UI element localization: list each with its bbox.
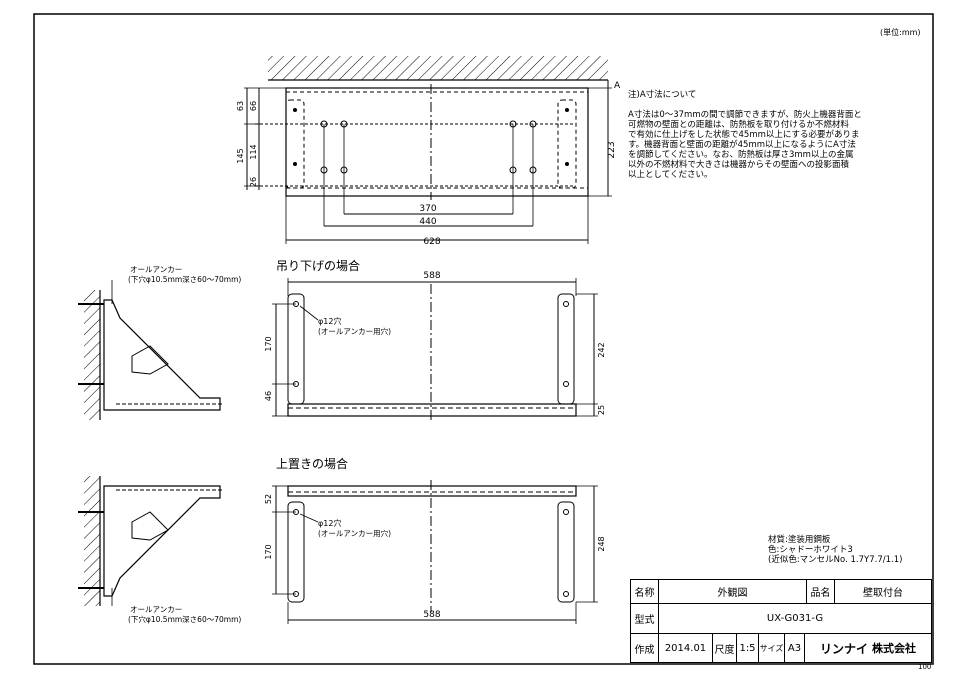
- product-label: 品名: [807, 580, 835, 603]
- place-dim-52: 52: [264, 494, 273, 504]
- placing-view: 上置きの場合 588 52 170 248 φ12穴 (オールアンカー用穴): [78, 456, 606, 624]
- place-anchor-sub: (下穴φ10.5mm深さ60～70mm): [128, 614, 241, 624]
- hang-dim-25: 25: [597, 405, 606, 415]
- name-value: 外観図: [659, 580, 807, 603]
- place-hole-label: φ12穴: [318, 518, 341, 528]
- material-line: 材質:塗装用鋼板: [768, 535, 831, 545]
- hanging-view: 吊り下げの場合 588 170 46 242 25 φ12穴 (オールアンカー用…: [78, 258, 606, 420]
- title-row-name: 名称 外観図 品名 壁取付台: [631, 580, 931, 604]
- munsell-line: (近似色:マンセルNo. 1.7Y7.7/1.1): [768, 555, 903, 565]
- title-row-meta: 作成 2014.01 尺度 1:5 サイズ A3 リンナイ 株式会社: [631, 634, 931, 662]
- made-date: 2014.01: [659, 634, 713, 662]
- dim-63: 63: [236, 101, 245, 111]
- a-dimension-note: 注)A寸法について A寸法は0～37mmの間で調節できますが、防火上機器背面と …: [628, 80, 868, 180]
- name-label: 名称: [631, 580, 659, 603]
- hang-dim-46: 46: [264, 391, 273, 401]
- company-suffix: 株式会社: [872, 642, 916, 655]
- color-line: 色:シャドーホワイト3: [768, 545, 853, 555]
- company-name: リンナイ 株式会社: [805, 634, 931, 662]
- hang-dim-242: 242: [597, 342, 606, 357]
- hang-dim-588: 588: [423, 271, 440, 281]
- place-dim-170: 170: [264, 544, 273, 559]
- dim-114: 114: [249, 144, 258, 159]
- place-dim-248: 248: [597, 536, 606, 551]
- product-value: 壁取付台: [863, 588, 903, 599]
- hang-dim-170: 170: [264, 336, 273, 351]
- dim-370: 370: [419, 204, 436, 214]
- sheet-border: [33, 13, 934, 665]
- hanging-title: 吊り下げの場合: [276, 258, 360, 273]
- dim-440: 440: [419, 217, 436, 227]
- place-anchor-title: オールアンカー: [130, 605, 182, 614]
- made-label: 作成: [631, 634, 659, 662]
- place-dim-588: 588: [423, 610, 440, 620]
- title-block: 名称 外観図 品名 壁取付台 型式 UX-G031-G 作成 2014.01 尺…: [630, 579, 932, 663]
- dim-145: 145: [236, 148, 245, 163]
- dim-26: 26: [249, 177, 258, 187]
- model-label: 型式: [631, 604, 659, 633]
- ceiling-hatch: [268, 56, 608, 80]
- dim-628: 628: [423, 237, 440, 247]
- top-view: 370 440 628 A 223 63 66 145 114 26: [236, 56, 621, 247]
- placing-title: 上置きの場合: [276, 456, 348, 471]
- size-value: A3: [785, 634, 805, 662]
- title-row-model: 型式 UX-G031-G: [631, 604, 931, 634]
- dim-A: A: [614, 81, 621, 91]
- scale-label: 尺度: [713, 634, 737, 662]
- shelf-outline: [285, 87, 589, 197]
- scale-value: 1:5: [737, 634, 759, 662]
- size-label: サイズ: [759, 634, 785, 662]
- place-hole-sub: (オールアンカー用穴): [318, 528, 391, 538]
- model-value: UX-G031-G: [766, 613, 824, 624]
- hang-anchor-sub: (下穴φ10.5mm深さ60～70mm): [128, 274, 241, 284]
- dim-223: 223: [607, 141, 617, 158]
- dim-66: 66: [249, 101, 258, 111]
- note-heading: 注)A寸法について: [628, 90, 697, 100]
- hang-anchor-title: オールアンカー: [130, 265, 182, 274]
- material-spec: 材質:塗装用鋼板 色:シャドーホワイト3 (近似色:マンセルNo. 1.7Y7.…: [768, 535, 902, 565]
- hang-hole-sub: (オールアンカー用穴): [318, 326, 391, 336]
- company-logo-text: リンナイ: [819, 641, 868, 656]
- unit-label: (単位:mm): [880, 28, 921, 37]
- page-code: 100: [918, 663, 932, 671]
- note-body: A寸法は0～37mmの間で調節できますが、防火上機器背面と 可燃物の壁面との距離…: [628, 110, 862, 180]
- hang-hole-label: φ12穴: [318, 316, 341, 326]
